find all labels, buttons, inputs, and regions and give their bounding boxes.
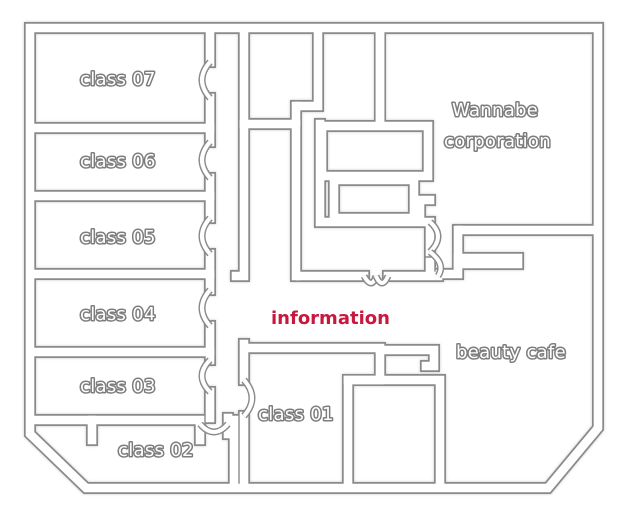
door-info-side2-core [428, 250, 443, 278]
door-class-04-core [200, 288, 212, 328]
room-wannabe-line2[interactable]: corporation [443, 130, 553, 154]
wall-cafe-stub-core [375, 345, 439, 371]
room-class-03[interactable]: class 03 [79, 375, 157, 399]
wall-beauty-left-core [435, 225, 463, 279]
room-class-05[interactable]: class 05 [79, 226, 157, 250]
door-class-02-core [198, 422, 230, 434]
room-class-07[interactable]: class 07 [79, 68, 157, 92]
wall-class-02-core [87, 415, 205, 445]
wall-class-01-right [342, 374, 446, 486]
wall-wannabe-core [291, 25, 385, 127]
room-class-04[interactable]: class 04 [79, 303, 157, 327]
room-beauty-cafe[interactable]: beauty cafe [455, 341, 568, 365]
walls [24, 22, 604, 494]
core-block-upper [316, 120, 434, 182]
room-labels: class 07 class 06 class 05 class 04 clas… [79, 68, 568, 463]
door-class-05-core [200, 216, 212, 256]
doors [197, 59, 445, 436]
wall-class-03-bottom-core [33, 415, 97, 445]
door-class-06-core [200, 140, 212, 180]
room-class-02[interactable]: class 02 [117, 439, 195, 463]
core-block-lower [328, 174, 420, 224]
room-class-06[interactable]: class 06 [79, 150, 157, 174]
door-class-07-core [200, 60, 212, 100]
outer-wall-core [25, 23, 603, 493]
wall-info-side-core [295, 119, 443, 281]
door-info-right-core [374, 275, 390, 285]
door-info-side-core [428, 220, 440, 254]
information-desk-label[interactable]: information [271, 308, 390, 329]
room-wannabe-line1[interactable]: Wannabe [451, 99, 540, 123]
core-block-upper-core [317, 121, 433, 181]
wall-middle-rooms [238, 24, 386, 282]
wall-corridor-right-core [231, 25, 249, 281]
stair-stub-core [453, 253, 523, 269]
door-class-03-core [200, 358, 212, 394]
room-class-01[interactable]: class 01 [257, 403, 335, 427]
wall-class-01-right-core [343, 375, 445, 485]
door-class-01-core [242, 378, 254, 418]
